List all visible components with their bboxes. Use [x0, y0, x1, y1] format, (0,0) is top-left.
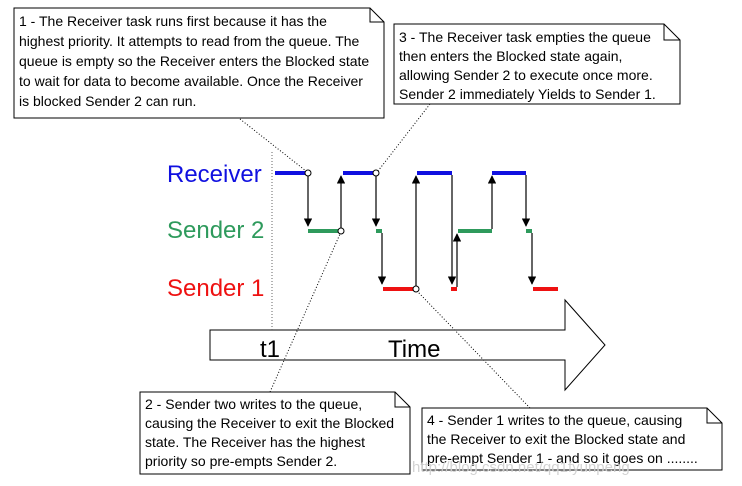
- note-3-fold: [663, 24, 680, 41]
- note-3-line: allowing Sender 2 to execute once more.: [399, 67, 653, 83]
- note-4-fold: [706, 408, 722, 424]
- note-3-line: Sender 2 immediately Yields to Sender 1.: [399, 86, 656, 102]
- note-2-box: [139, 391, 411, 475]
- note-4-line: pre-empt Sender 1 - and so it goes on ..…: [427, 450, 698, 466]
- note-4-line: 4 - Sender 1 writes to the queue, causin…: [427, 412, 682, 428]
- receiver-run-segment: [343, 171, 376, 175]
- note-1-line: is blocked Sender 2 can run.: [19, 93, 196, 109]
- note-2-line: causing the Receiver to exit the Blocked: [145, 415, 394, 431]
- note-1-line: highest priority. It attempts to read fr…: [19, 33, 360, 49]
- svg-text:2 - Sender two writes to the q: 2 - Sender two writes to the queue, caus…: [145, 396, 398, 469]
- leader-line-note-3: [377, 103, 431, 172]
- note-4-line: the Receiver to exit the Blocked state a…: [427, 431, 685, 447]
- sender-1-run-segment: [451, 287, 457, 291]
- sender-1-run-segment: [533, 287, 558, 291]
- lane-label-sender-1: Sender 1: [167, 275, 264, 302]
- receiver-run-segment: [492, 171, 526, 175]
- leader-line-note-2: [269, 233, 341, 393]
- note-2-line: state. The Receiver has the highest: [145, 434, 365, 450]
- note-1-callout: 1 - The Receiver task runs first because…: [13, 7, 385, 119]
- callout-point-3: [372, 169, 380, 177]
- note-3-callout: 3 - The Receiver task empties the queue …: [393, 23, 681, 105]
- note-3-line: 3 - The Receiver task empties the queue: [399, 29, 651, 45]
- note-1-fold: [369, 8, 384, 23]
- note-1-line: 1 - The Receiver task runs first because…: [19, 13, 327, 29]
- lane-label-receiver: Receiver: [167, 161, 262, 188]
- watermark: http://blog.csdn.net/qq1fyunpeng: [412, 459, 630, 476]
- note-1-line: to wait for data to become available. On…: [19, 73, 363, 89]
- time-label: Time: [388, 336, 440, 363]
- svg-text:4 - Sender 1 writes to the que: 4 - Sender 1 writes to the queue, causin…: [427, 412, 698, 466]
- receiver-run-segment: [417, 171, 452, 175]
- callout-point-2: [337, 227, 345, 235]
- note-2-fold: [394, 392, 410, 408]
- sender-2-run-segment: [458, 229, 492, 233]
- callout-point-1: [304, 169, 312, 177]
- t1-label: t1: [260, 336, 280, 363]
- note-2-callout: 2 - Sender two writes to the queue, caus…: [139, 391, 411, 475]
- lane-label-sender-2: Sender 2: [167, 217, 264, 244]
- time-arrow: [209, 298, 606, 392]
- note-1-box: [13, 7, 385, 119]
- svg-text:3 - The Receiver task empties: 3 - The Receiver task empties the queue …: [399, 29, 657, 102]
- note-2-line: priority so pre-empts Sender 2.: [145, 453, 337, 469]
- sender-1-run-segment: [383, 287, 416, 291]
- note-2-line: 2 - Sender two writes to the queue,: [145, 396, 362, 412]
- note-4-box: [421, 407, 723, 471]
- note-4-callout: 4 - Sender 1 writes to the queue, causin…: [421, 407, 723, 471]
- note-1-line: queue is empty so the Receiver enters th…: [19, 53, 369, 69]
- sender-2-run-segment: [526, 229, 532, 233]
- note-3-box: [393, 23, 681, 105]
- sender-2-run-segment: [308, 229, 341, 233]
- receiver-run-segment: [275, 171, 308, 175]
- sender-2-run-segment: [376, 229, 382, 233]
- leader-line-note-1: [239, 118, 307, 172]
- svg-text:1 - The Receiver task runs fir: 1 - The Receiver task runs first because…: [19, 13, 373, 109]
- note-3-line: then enters the Blocked state again,: [399, 48, 622, 64]
- callout-point-4: [412, 285, 420, 293]
